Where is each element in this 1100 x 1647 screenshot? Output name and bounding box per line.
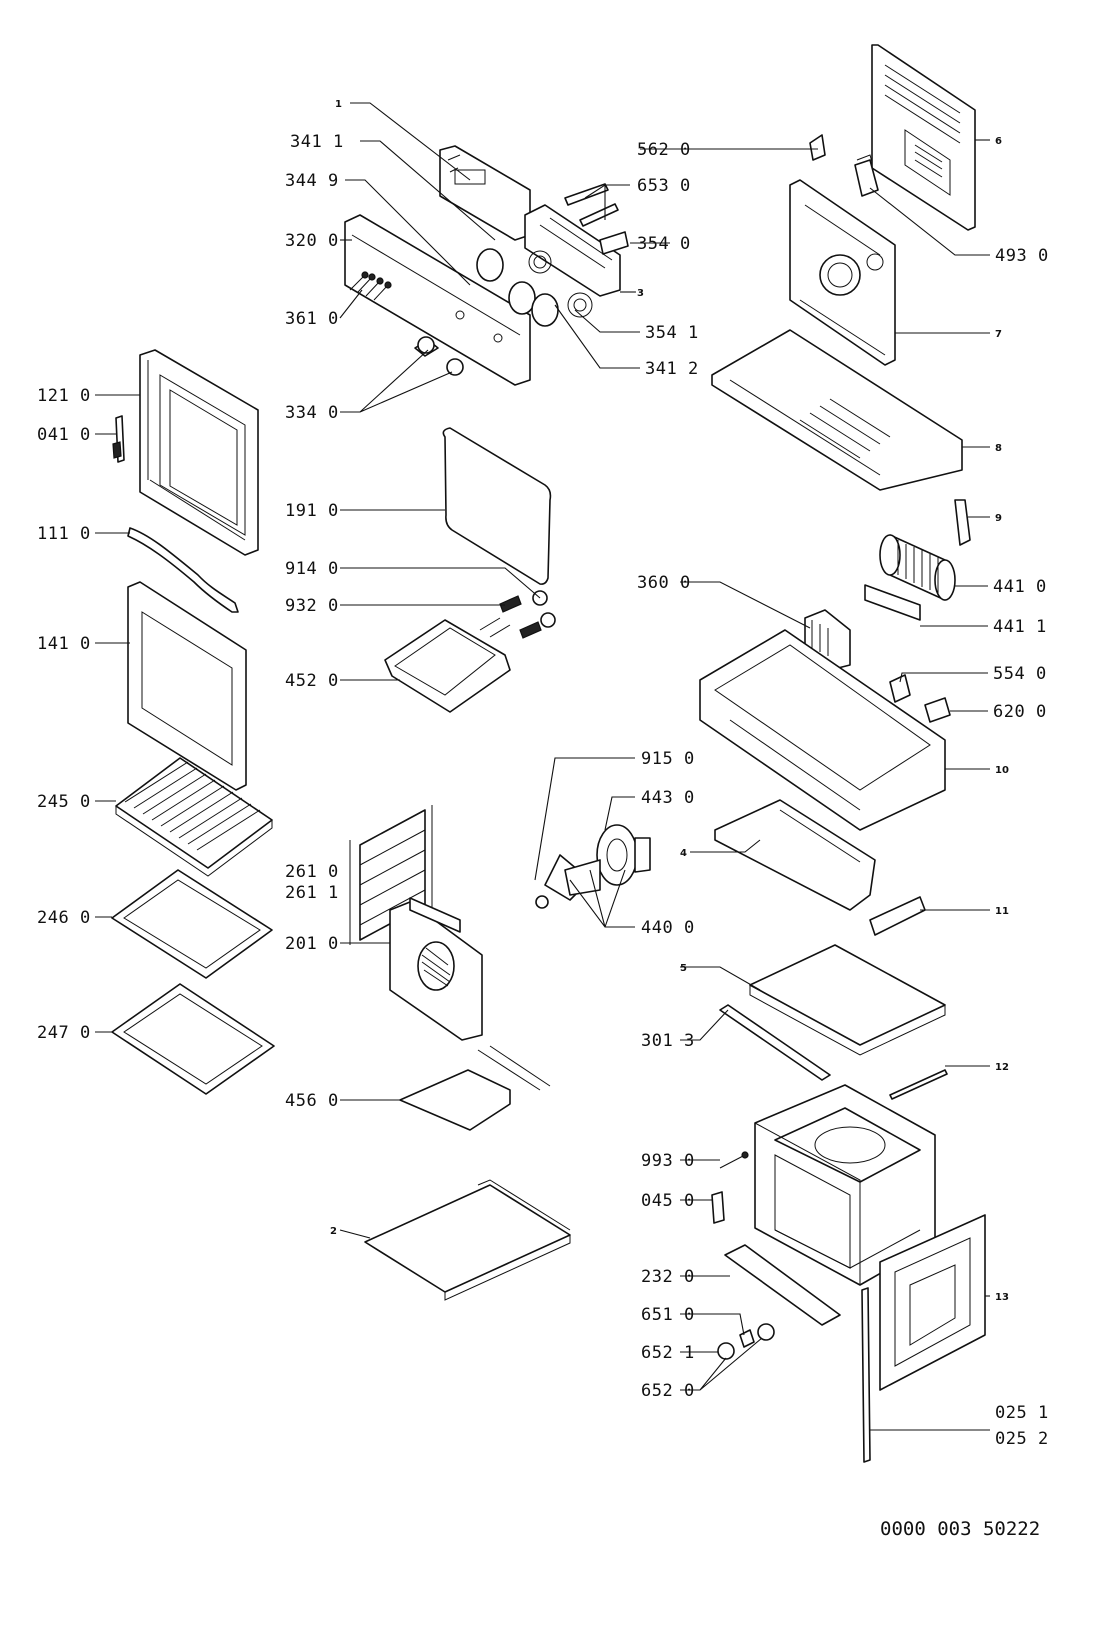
bottom-plate-part	[364, 1179, 571, 1301]
label-045-0: 045 0	[641, 1191, 695, 1211]
grill-element-part	[384, 617, 511, 713]
label-932-0: 932 0	[285, 596, 339, 616]
front-rail-part	[724, 1244, 841, 1326]
label-914-0: 914 0	[285, 559, 339, 579]
door-handle-part	[127, 527, 239, 613]
label-652-1: 652 1	[641, 1343, 695, 1363]
foot-parts	[717, 1323, 775, 1360]
label-334-0: 334 0	[285, 403, 339, 423]
label-341-1: 341 1	[290, 132, 344, 152]
label-2: 2	[330, 1226, 337, 1237]
hinge-part	[112, 415, 125, 463]
label-452-0: 452 0	[285, 671, 339, 691]
label-354-1: 354 1	[645, 323, 699, 343]
wire-rack-part	[115, 757, 273, 877]
control-panel-fascia-part	[344, 214, 593, 386]
label-12: 12	[995, 1062, 1009, 1073]
back-wall-part	[789, 179, 896, 366]
tangential-fan-part	[864, 534, 956, 621]
label-344-9: 344 9	[285, 171, 339, 191]
label-440-0: 440 0	[641, 918, 695, 938]
lamp-pins-part	[349, 271, 392, 301]
label-554-0: 554 0	[993, 664, 1047, 684]
screw-part	[719, 1151, 749, 1169]
bracket-small-part	[869, 896, 926, 936]
label-443-0: 443 0	[641, 788, 695, 808]
label-7: 7	[995, 329, 1002, 340]
label-13: 13	[995, 1292, 1009, 1303]
label-915-0: 915 0	[641, 749, 695, 769]
label-361-0: 361 0	[285, 309, 339, 329]
label-141-0: 141 0	[37, 634, 91, 654]
label-4: 4	[680, 848, 687, 859]
label-653-0: 653 0	[637, 176, 691, 196]
label-562-0: 562 0	[637, 140, 691, 160]
transformer-part	[854, 154, 879, 197]
top-cover-part	[711, 329, 963, 491]
clip-part	[954, 499, 971, 546]
latch-part	[711, 1191, 725, 1224]
label-11: 11	[995, 906, 1009, 917]
label-261-1: 261 1	[285, 883, 339, 903]
label-3: 3	[637, 288, 644, 299]
control-knobs-part	[414, 336, 464, 376]
label-245-0: 245 0	[37, 792, 91, 812]
baking-tray-part	[111, 869, 273, 979]
drip-tray-part	[111, 983, 275, 1095]
label-261-0: 261 0	[285, 862, 339, 882]
label-301-3: 301 3	[641, 1031, 695, 1051]
label-441-1: 441 1	[993, 617, 1047, 637]
rod-part	[889, 1069, 948, 1100]
label-620-0: 620 0	[993, 702, 1047, 722]
door-frame-part	[139, 349, 259, 556]
label-121-0: 121 0	[37, 386, 91, 406]
label-246-0: 246 0	[37, 908, 91, 928]
label-111-0: 111 0	[37, 524, 91, 544]
label-9: 9	[995, 513, 1002, 524]
leader-lines	[95, 102, 990, 1431]
label-5: 5	[680, 963, 687, 974]
label-025-1: 025 1	[995, 1403, 1049, 1423]
label-025-2: 025 2	[995, 1429, 1049, 1449]
label-1: 1	[335, 99, 342, 110]
label-360-0: 360 0	[637, 573, 691, 593]
trim-strip-part	[861, 1287, 871, 1463]
fan-cover-part	[389, 897, 483, 1041]
base-plate-part	[749, 944, 946, 1056]
thermostat-part	[889, 674, 951, 723]
side-rail-part	[719, 1004, 831, 1081]
label-993-0: 993 0	[641, 1151, 695, 1171]
label-232-0: 232 0	[641, 1267, 695, 1287]
label-651-0: 651 0	[641, 1305, 695, 1325]
label-493-0: 493 0	[995, 246, 1049, 266]
label-10: 10	[995, 765, 1009, 776]
document-number: 0000 003 50222	[880, 1518, 1040, 1540]
fan-motor-part	[535, 824, 651, 909]
part-labels: 1 341 1 344 9 320 0 361 0 334 0 121 0 04…	[37, 99, 1049, 1449]
label-8: 8	[995, 443, 1002, 454]
label-247-0: 247 0	[37, 1023, 91, 1043]
label-441-0: 441 0	[993, 577, 1047, 597]
door-seal-part	[442, 427, 552, 585]
bracket-part	[809, 134, 826, 161]
cavity-door-frame-part	[879, 1214, 986, 1391]
label-320-0: 320 0	[285, 231, 339, 251]
inner-glass-part	[127, 581, 247, 791]
oven-cavity-part	[754, 1084, 936, 1286]
label-456-0: 456 0	[285, 1091, 339, 1111]
label-201-0: 201 0	[285, 934, 339, 954]
label-341-2: 341 2	[645, 359, 699, 379]
label-354-0: 354 0	[637, 234, 691, 254]
switch-block-part	[524, 183, 629, 297]
label-191-0: 191 0	[285, 501, 339, 521]
deflector-part	[714, 799, 876, 911]
electronic-board-part	[439, 145, 531, 241]
label-6: 6	[995, 136, 1002, 147]
label-041-0: 041 0	[37, 425, 91, 445]
front-frame-part	[699, 629, 946, 831]
label-652-0: 652 0	[641, 1381, 695, 1401]
rear-nut-part	[499, 590, 556, 639]
lower-element-part	[399, 1045, 551, 1131]
